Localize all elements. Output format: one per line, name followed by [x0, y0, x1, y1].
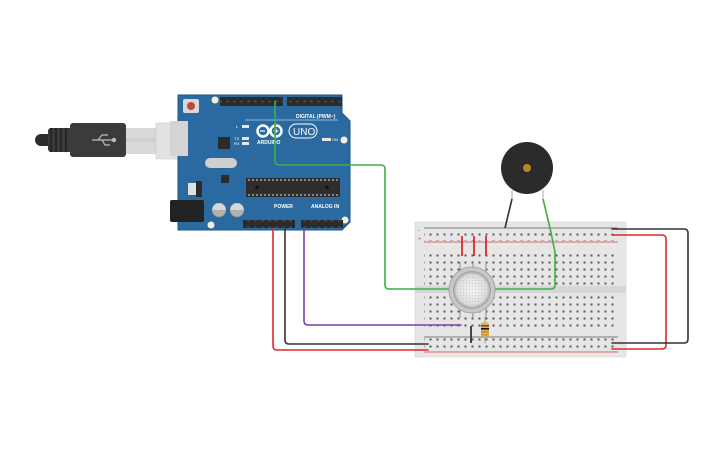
wire-rail-plus[interactable] [611, 234, 667, 350]
arduino-uno-board[interactable]: DIGITAL (PWM~) ARDUINO UNO L TX RX ON [170, 94, 351, 231]
mounting-hole [211, 96, 219, 104]
power-led [322, 138, 331, 141]
crystal [205, 158, 237, 168]
small-chip [221, 175, 229, 183]
analog-header-label: ANALOG IN [311, 204, 339, 210]
capacitor [229, 202, 245, 218]
top-power-rail[interactable] [424, 229, 618, 241]
mounting-hole [340, 136, 348, 144]
led-l [242, 125, 249, 128]
voltage-regulator [188, 181, 202, 197]
buzzer-wire-positive[interactable] [542, 198, 551, 229]
led-rx-label: RX [234, 141, 240, 146]
model-label: UNO [293, 127, 315, 138]
dc-power-jack [170, 200, 204, 222]
rail-plus-label: + [418, 237, 422, 243]
led-l-label: L [236, 124, 239, 129]
rail-minus-label: - [418, 228, 420, 234]
capacitor [211, 202, 227, 218]
atmega-chip [246, 178, 340, 197]
reset-button[interactable] [183, 99, 199, 113]
usb-cable[interactable] [35, 122, 183, 160]
digital-header[interactable] [220, 97, 342, 106]
wire-5v[interactable] [272, 227, 429, 351]
wire-gnd[interactable] [284, 227, 429, 345]
uno-badge [288, 123, 318, 139]
mounting-hole [207, 221, 215, 229]
wire-rail-minus[interactable] [611, 228, 689, 344]
arduino-logo [256, 124, 283, 138]
mounting-hole [341, 216, 349, 224]
usb-chip [218, 137, 230, 149]
led-rx [242, 142, 249, 145]
bottom-power-rail[interactable] [424, 338, 618, 351]
usb-port [170, 121, 188, 156]
analog-header[interactable] [301, 220, 343, 228]
wire-a0[interactable] [303, 227, 462, 326]
led-tx-label: TX [234, 136, 239, 141]
led-tx [242, 137, 249, 140]
digital-header-label: DIGITAL (PWM~) [296, 114, 336, 120]
arduino-brand-label: ARDUINO [257, 140, 280, 146]
power-led-label: ON [332, 137, 338, 142]
power-header[interactable] [243, 220, 295, 228]
buzzer-wire-negative[interactable] [504, 198, 513, 229]
resistor[interactable] [481, 317, 489, 343]
usb-icon [92, 134, 117, 146]
gas-sensor[interactable] [448, 262, 496, 318]
power-header-label: POWER [274, 204, 293, 210]
wire-d7[interactable] [274, 100, 556, 290]
piezo-buzzer[interactable] [501, 142, 556, 253]
